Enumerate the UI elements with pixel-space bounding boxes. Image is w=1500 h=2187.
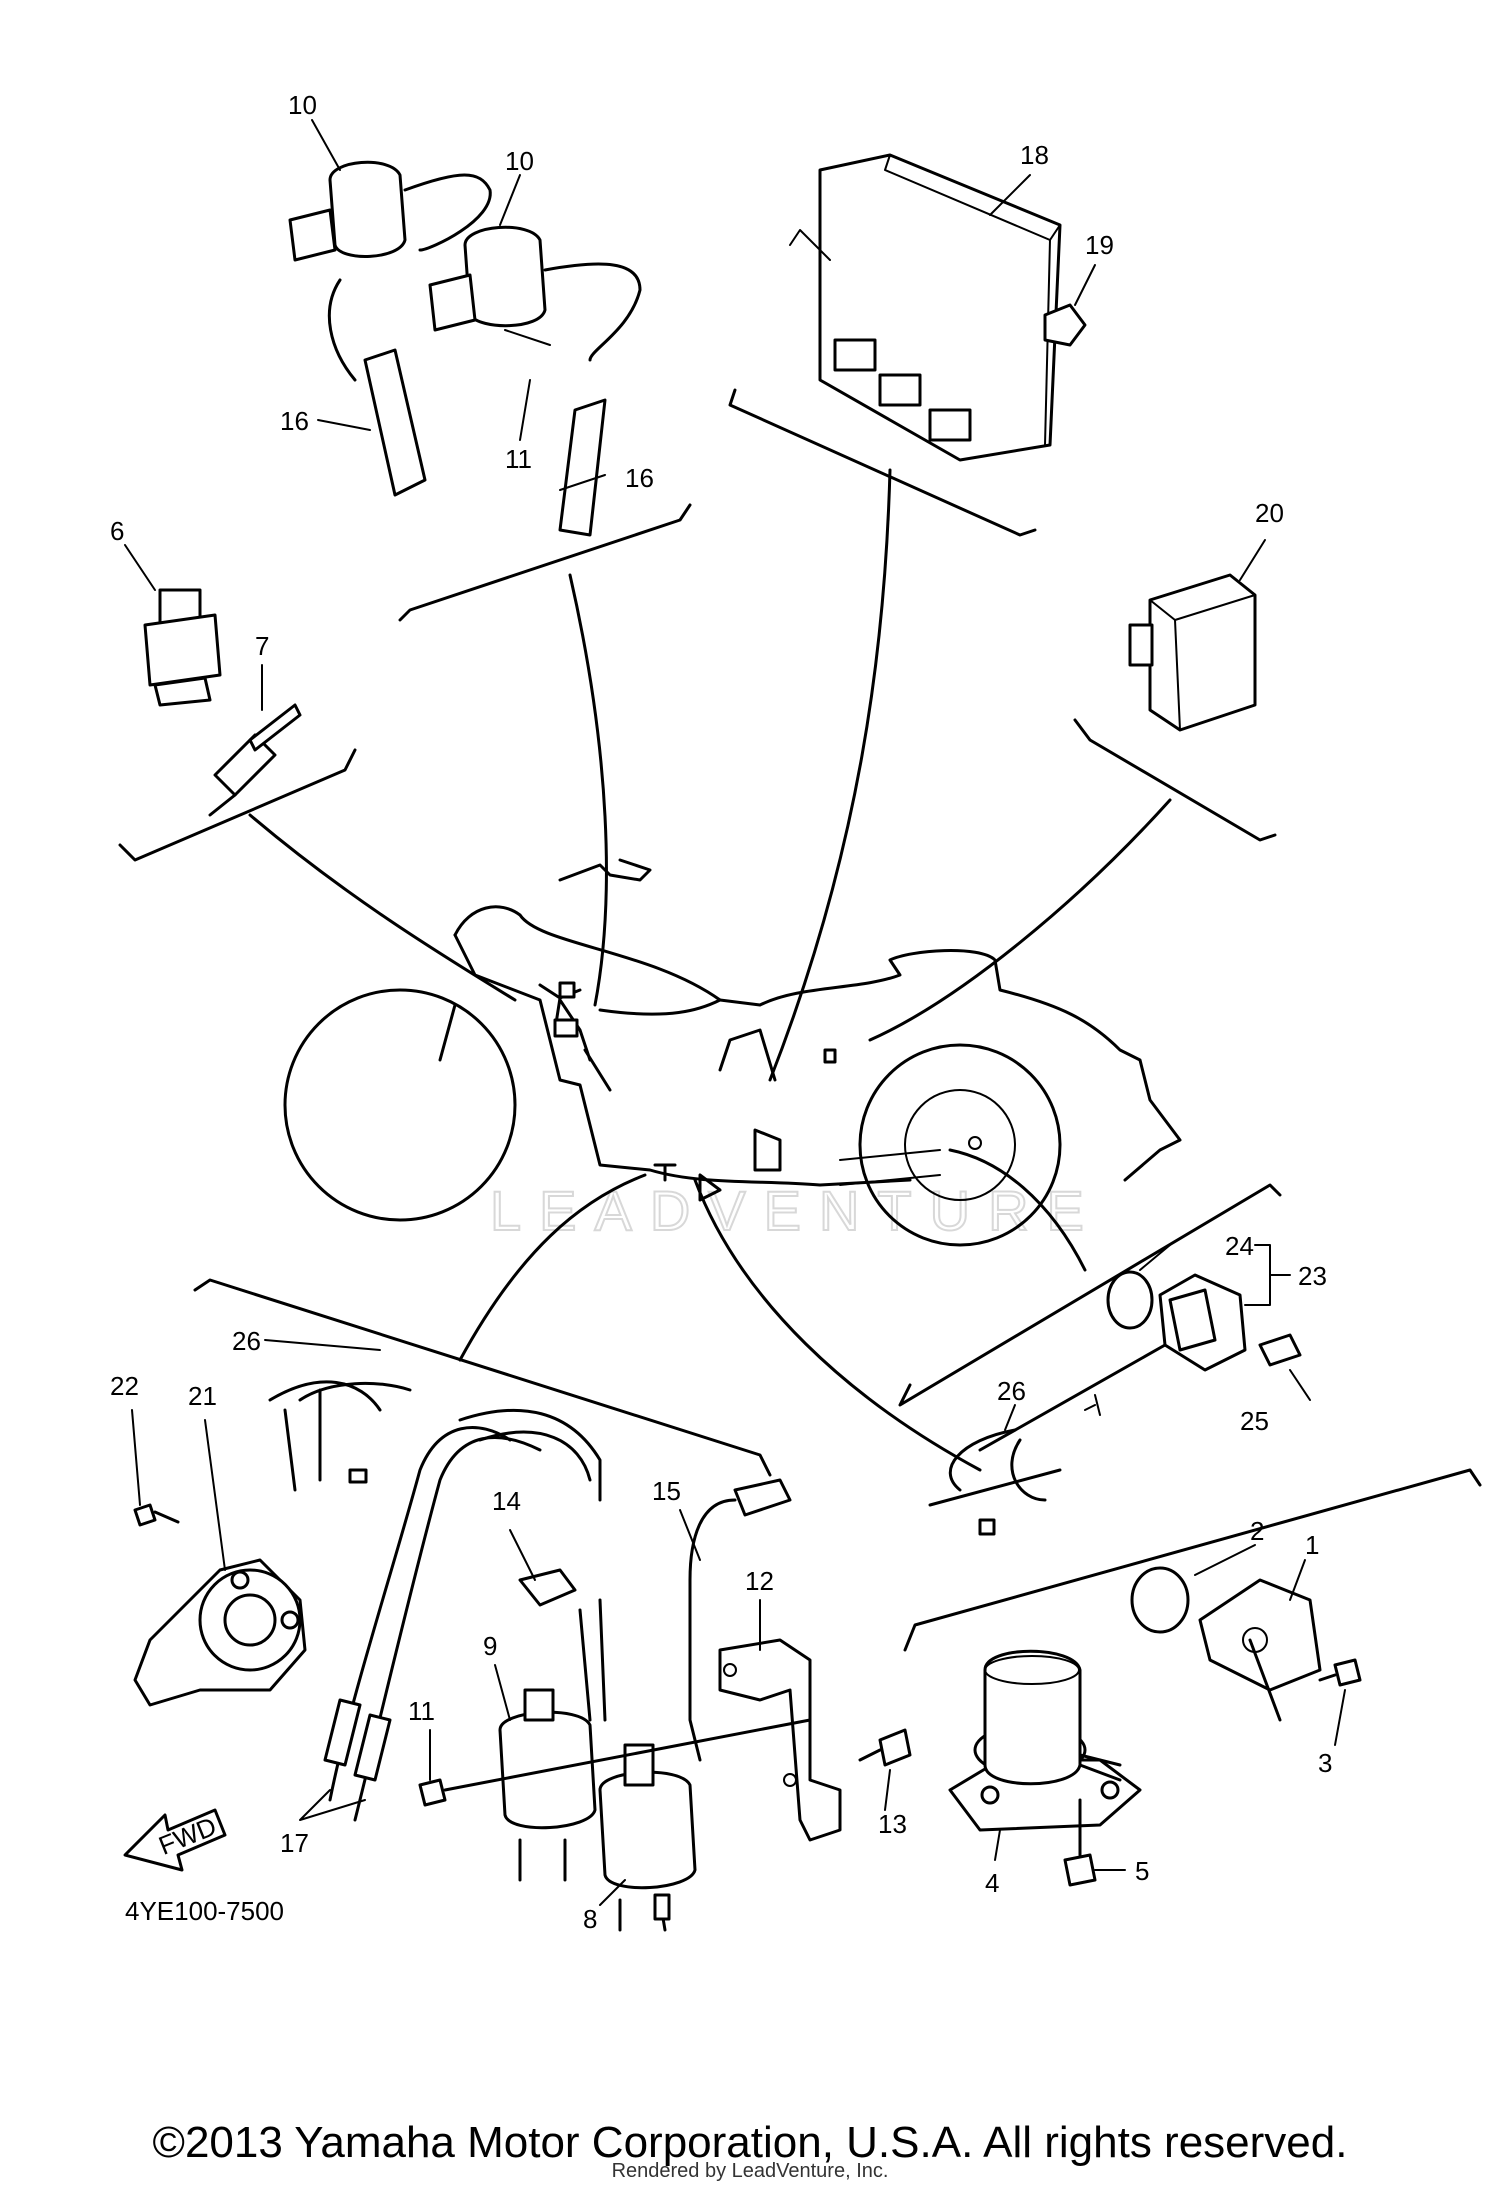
callout-leaders (124, 119, 1346, 1906)
part-code: 4YE100-7500 (125, 1896, 284, 1926)
callout-25: 25 (1240, 1406, 1269, 1436)
nut-19 (1043, 303, 1087, 347)
speed-sensor-assembly (928, 1270, 1302, 1536)
spark-plug-leads (323, 1408, 602, 1822)
callout-21: 21 (188, 1381, 217, 1411)
callout-10b: 10 (505, 146, 534, 176)
motorcycle-outline (283, 858, 1182, 1247)
bracket-12 (718, 1638, 842, 1842)
callout-12: 12 (745, 1566, 774, 1596)
callout-9: 9 (483, 1631, 497, 1661)
callout-2: 2 (1250, 1516, 1264, 1546)
temperature-sensor (208, 703, 302, 817)
callout-8: 8 (583, 1904, 597, 1934)
callout-19: 19 (1085, 230, 1114, 260)
bolt-11 (418, 1718, 812, 1807)
wire-harness-26a (268, 1380, 412, 1492)
clamp-14 (518, 1568, 577, 1607)
callout-6: 6 (110, 516, 124, 546)
callout-10a: 10 (288, 90, 317, 120)
callout-4: 4 (985, 1868, 999, 1898)
callout-15: 15 (652, 1476, 681, 1506)
callout-14: 14 (492, 1486, 521, 1516)
callout-5: 5 (1135, 1856, 1149, 1886)
callout-1: 1 (1305, 1530, 1319, 1560)
ignition-coil-8 (598, 1743, 697, 1932)
callout-11a: 11 (505, 444, 532, 474)
oil-level-switch (948, 1649, 1142, 1832)
leader-lines (248, 468, 1172, 1472)
ignition-coil-9 (498, 1598, 607, 1882)
callout-16b: 16 (625, 463, 654, 493)
callout-22: 22 (110, 1371, 139, 1401)
callout-18: 18 (1020, 140, 1049, 170)
callout-labels: 10 10 18 19 16 11 16 6 7 20 24 23 25 26 … (110, 90, 1332, 1934)
horn (133, 1558, 307, 1707)
fwd-arrow-icon: FWD (123, 1808, 227, 1872)
bolt-5 (1063, 1798, 1097, 1887)
callout-3: 3 (1318, 1748, 1332, 1778)
thermo-switch (143, 588, 222, 707)
callout-20: 20 (1255, 498, 1284, 528)
o-ring-2 (1130, 1566, 1190, 1634)
ecu-unit (789, 153, 1062, 462)
ignition-coil-upper-b (428, 225, 642, 537)
bolt-22 (133, 1503, 180, 1527)
callout-13: 13 (878, 1809, 907, 1839)
callout-26a: 26 (232, 1326, 261, 1356)
rendered-by-notice: Rendered by LeadVenture, Inc. (611, 2160, 889, 2182)
switch-plate-1 (1198, 1578, 1322, 1722)
relay-unit (1128, 573, 1257, 732)
callout-17: 17 (280, 1828, 309, 1858)
bolt-13 (858, 1728, 912, 1767)
screw-3 (1318, 1658, 1362, 1687)
callout-23: 23 (1298, 1261, 1327, 1291)
watermark: LEADVENTURE (490, 1179, 1102, 1242)
lead-15 (688, 1478, 792, 1762)
callout-26b: 26 (997, 1376, 1026, 1406)
copyright-notice: ©2013 Yamaha Motor Corporation, U.S.A. A… (152, 2118, 1348, 2167)
callout-24: 24 (1225, 1231, 1254, 1261)
group-brackets (118, 388, 1482, 1652)
ignition-coil-upper-a (288, 160, 492, 497)
callout-11b: 11 (408, 1696, 435, 1726)
callout-7: 7 (255, 631, 269, 661)
callout-16a: 16 (280, 406, 309, 436)
